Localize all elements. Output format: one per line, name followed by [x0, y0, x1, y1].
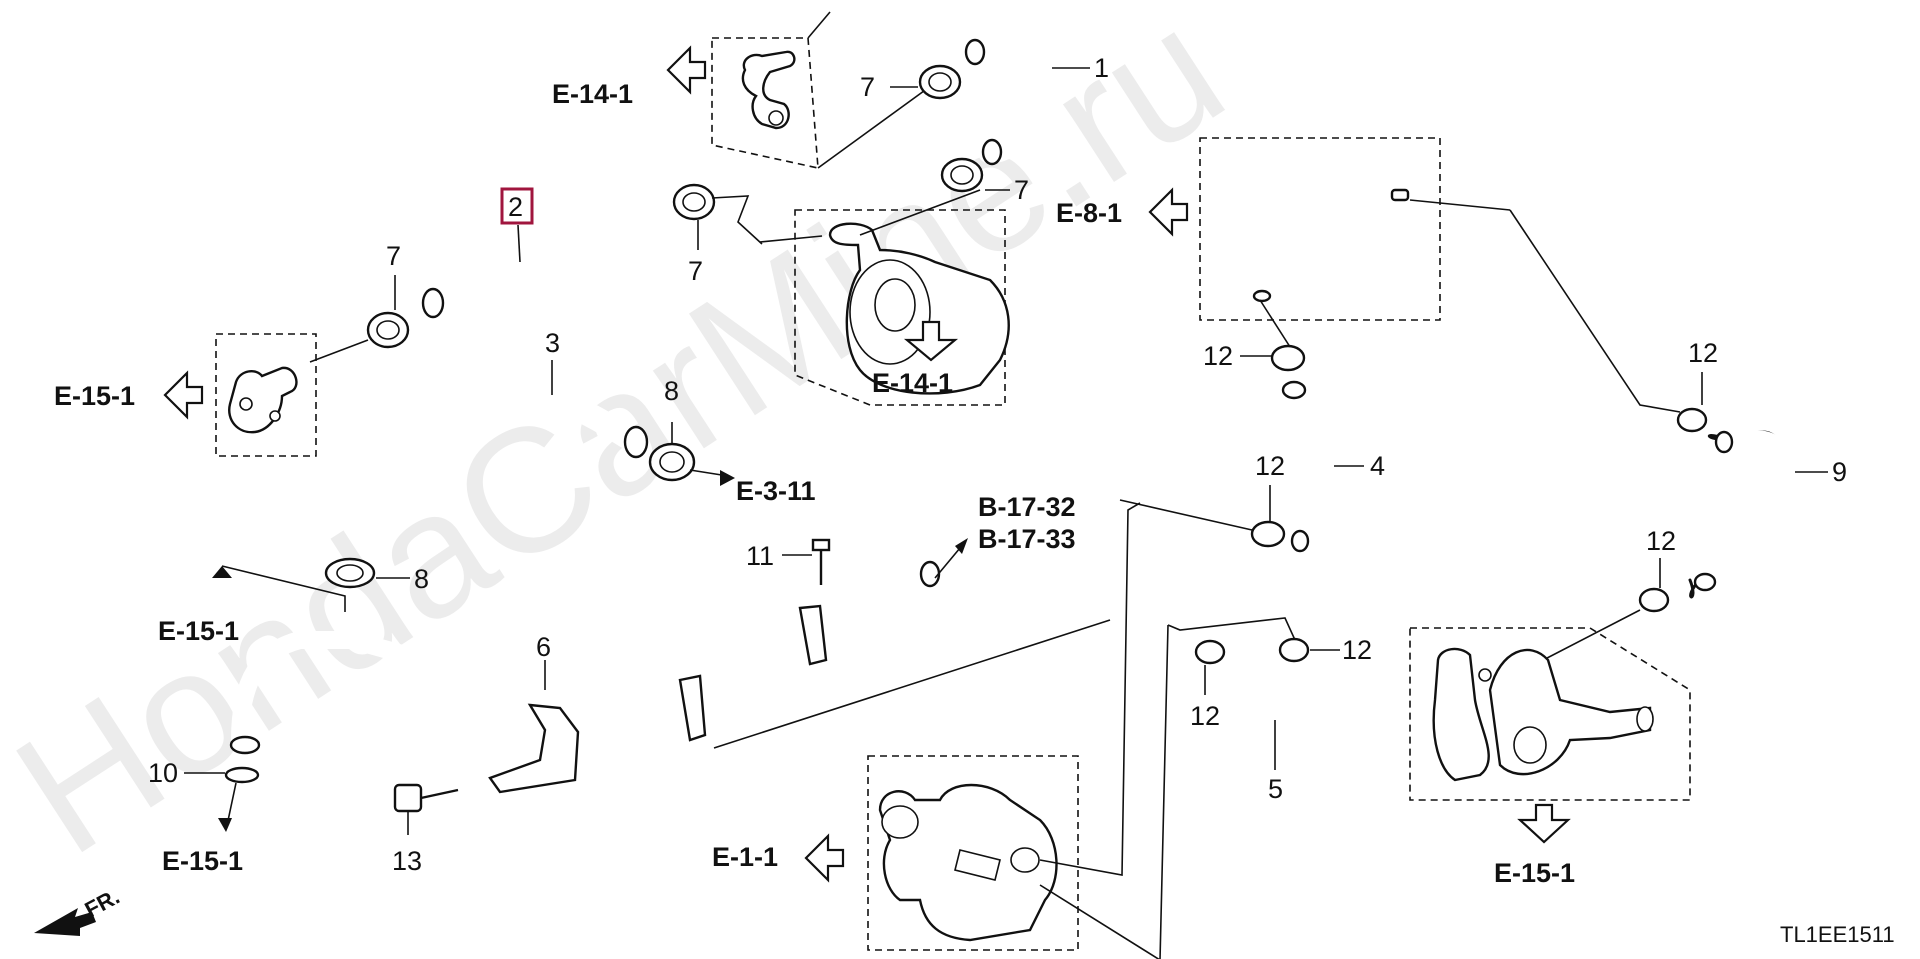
e15-1-inset-right [1409, 627, 1691, 801]
ref-e3-11[interactable]: E-3-11 [736, 476, 816, 506]
part-number-12-a: 12 [1203, 341, 1233, 371]
ref-e14-1-top[interactable]: E-14-1 [552, 79, 633, 109]
front-direction-indicator: FR. [34, 884, 124, 936]
o-ring-10 [184, 766, 260, 831]
part-number-7-left: 7 [386, 241, 401, 271]
ref-e14-1-bottom[interactable]: E-14-1 [872, 368, 953, 398]
arrow-e15-1-bottom [218, 818, 232, 832]
part-number-3: 3 [545, 328, 560, 358]
water-pipe-6 [229, 560, 941, 794]
arrow-e8-1 [1148, 187, 1189, 237]
hose-clamp-12-a [1240, 344, 1306, 372]
part-number-2: 2 [508, 192, 523, 222]
part-number-6: 6 [536, 632, 551, 662]
hose-clamp-12-b [1119, 485, 1286, 548]
hose-2 [421, 188, 660, 319]
hose-1 [964, 16, 1090, 166]
part-number-4: 4 [1370, 451, 1385, 481]
ref-e15-1-right[interactable]: E-15-1 [1494, 858, 1575, 888]
hose-clamp-12-d [1278, 637, 1340, 663]
ref-b17-32[interactable]: B-17-32 [978, 492, 1076, 522]
part-number-10: 10 [148, 758, 178, 788]
hose-3 [353, 360, 649, 542]
part-number-12-e: 12 [1688, 338, 1718, 368]
hose-9 [1509, 209, 1828, 599]
ref-e1-1[interactable]: E-1-1 [712, 842, 778, 872]
hose-clamp-12-e [1676, 372, 1708, 433]
ref-e8-1[interactable]: E-8-1 [1056, 198, 1122, 228]
arrow-e15-1-mid [212, 566, 232, 578]
hose-clamp-8-right [648, 422, 729, 482]
bolt-13 [393, 783, 459, 835]
part-number-12-f: 12 [1646, 526, 1676, 556]
e8-1-inset [1199, 137, 1511, 351]
e15-1-inset-left [215, 333, 317, 457]
hose-clamp-7-mid [672, 183, 763, 250]
oil-cooler-inset [759, 189, 1010, 406]
hose-5 [1167, 617, 1310, 770]
part-number-8-left: 8 [414, 564, 429, 594]
hose-clamp-7-upper [890, 64, 962, 100]
ref-e15-1-left[interactable]: E-15-1 [54, 381, 135, 411]
leader-pipe-to-valve [713, 619, 1111, 749]
part-number-1: 1 [1094, 53, 1109, 83]
part-number-13: 13 [392, 846, 422, 876]
arrow-e1-1 [804, 833, 845, 883]
hose-clamp-8-left [221, 557, 410, 612]
part-number-9: 9 [1832, 457, 1847, 487]
ref-b17-33[interactable]: B-17-33 [978, 524, 1076, 554]
arrow-e3-11 [720, 470, 735, 486]
part-number-7-right: 7 [1014, 175, 1029, 205]
part-number-5: 5 [1268, 774, 1283, 804]
part-number-8-right: 8 [664, 376, 679, 406]
arrow-e14-1-bottom [903, 320, 959, 362]
arrow-e15-1-right [1517, 803, 1571, 844]
ref-e15-1-bottom[interactable]: E-15-1 [162, 846, 243, 876]
ref-e15-1-mid[interactable]: E-15-1 [158, 616, 239, 646]
hose-clamp-7-left [309, 275, 410, 363]
arrow-e15-1-left [163, 370, 204, 420]
part-number-7-upper: 7 [860, 72, 875, 102]
part-number-12-d: 12 [1342, 635, 1372, 665]
part-number-7-mid: 7 [688, 256, 703, 286]
part-number-12-c: 12 [1190, 701, 1220, 731]
hose-clamp-12-c [1194, 639, 1226, 695]
part-number-12-b: 12 [1255, 451, 1285, 481]
arrow-b17 [934, 538, 968, 579]
e1-1-inset [867, 502, 1169, 959]
part-2-highlight-box [500, 187, 534, 225]
arrow-e14-1-top [666, 45, 707, 95]
diagram-code: TL1EE1511 [1780, 922, 1895, 947]
hose-clamp-7-right [940, 157, 1010, 193]
hose-4 [1281, 380, 1364, 553]
bolt-11 [782, 538, 831, 585]
part-number-11: 11 [746, 541, 774, 571]
